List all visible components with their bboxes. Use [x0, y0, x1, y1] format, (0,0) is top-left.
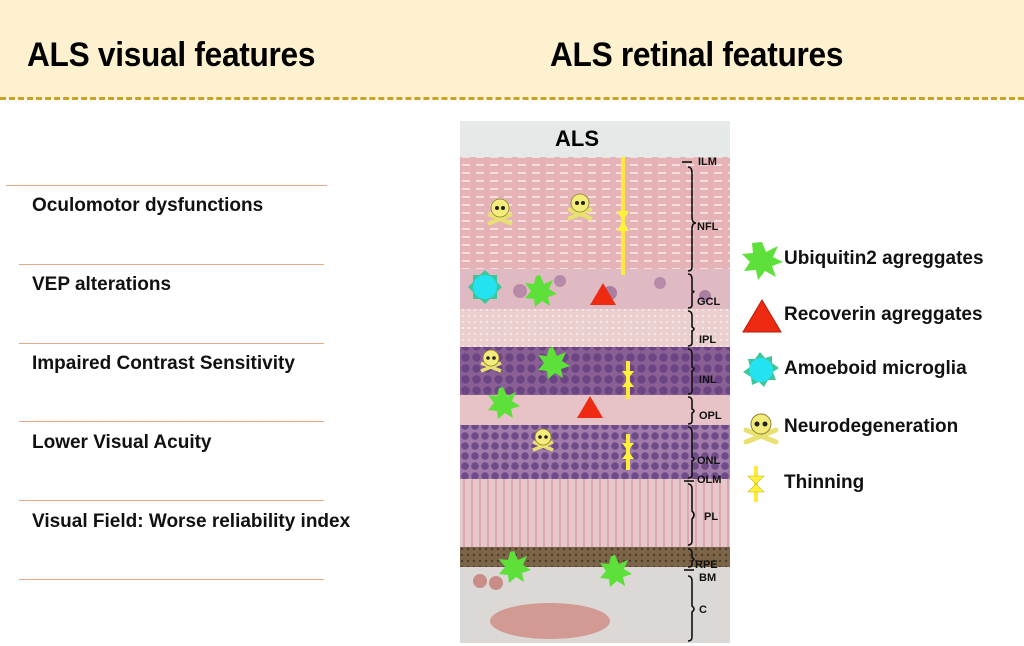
thinning-arrows-icon — [747, 466, 765, 502]
neurodegeneration-marker — [480, 349, 502, 373]
divider — [6, 185, 327, 186]
thinning-marker — [622, 434, 634, 470]
visual-feature-item: Impaired Contrast Sensitivity — [32, 353, 295, 374]
neurodegeneration-marker — [532, 428, 554, 452]
recoverin-aggregate-marker — [590, 283, 616, 305]
recoverin-aggregate-marker — [577, 396, 603, 418]
legend-item-recoverin: Recoverin agreggates — [740, 296, 1024, 336]
layer-label-gcl: GCL — [697, 296, 721, 308]
retina-histology-image — [460, 121, 730, 643]
layer-label-rpe: RPE — [695, 559, 718, 571]
divider — [19, 500, 324, 501]
ipl-layer — [460, 309, 730, 347]
visual-feature-item: Oculomotor dysfunctions — [32, 195, 264, 216]
divider — [19, 343, 324, 344]
retina-title: ALS — [555, 126, 599, 151]
neurodegeneration-marker — [487, 198, 513, 226]
layer-label-inl: INL — [699, 374, 717, 386]
legend-item-thinning: Thinning — [740, 464, 1024, 504]
recoverin-triangle-icon — [742, 299, 782, 333]
layer-label-ipl: IPL — [699, 334, 717, 346]
ubiquitin2-aggregate-marker — [499, 551, 531, 583]
microglia-sun-icon — [743, 352, 779, 387]
header-divider — [0, 97, 1024, 100]
ubiquitin-star-icon — [742, 242, 783, 280]
legend-label: Recoverin agreggates — [784, 304, 983, 325]
layer-label-opl: OPL — [699, 410, 722, 422]
visual-feature-item: Visual Field: Worse reliability index — [32, 511, 351, 532]
legend-item-neurodegeneration: Neurodegeneration — [740, 408, 1024, 448]
layer-label-onl: ONL — [697, 455, 721, 467]
layer-braces — [682, 161, 697, 642]
legend-label: Ubiquitin2 agreggates — [784, 248, 984, 269]
legend-label: Amoeboid microglia — [784, 358, 967, 379]
neurodegeneration-marker — [567, 193, 593, 221]
thinning-marker — [622, 361, 634, 399]
ubiquitin2-aggregate-marker — [600, 555, 632, 587]
skull-crossbones-icon — [743, 413, 779, 445]
divider — [19, 264, 324, 265]
ubiquitin2-aggregate-marker — [525, 275, 557, 307]
header-banner — [0, 0, 1024, 99]
legend-item-ubiquitin2: Ubiquitin2 agreggates — [740, 240, 1024, 280]
onl-layer — [460, 425, 730, 479]
layer-label-nfl: NFL — [697, 221, 719, 233]
visual-features-title: ALS visual features — [27, 36, 316, 74]
retinal-features-title: ALS retinal features — [550, 36, 844, 74]
legend-item-microglia: Amoeboid microglia — [740, 350, 1024, 390]
rpe-layer — [460, 547, 730, 567]
divider — [19, 421, 324, 422]
ubiquitin2-aggregate-marker — [538, 347, 570, 379]
legend-label: Neurodegeneration — [784, 416, 959, 437]
layer-label-bm: BM — [699, 572, 717, 584]
divider — [19, 579, 324, 580]
visual-feature-item: Lower Visual Acuity — [32, 432, 212, 453]
layer-label-ilm: ILM — [698, 156, 717, 168]
inl-layer — [460, 347, 730, 395]
visual-feature-item: VEP alterations — [32, 274, 172, 295]
pl-layer — [460, 479, 730, 547]
layer-label-olm: OLM — [697, 474, 722, 486]
legend-label: Thinning — [784, 472, 865, 493]
vitreous-region — [460, 121, 730, 157]
amoeboid-microglia-marker — [468, 270, 502, 304]
layer-label-c: C — [699, 604, 707, 616]
layer-label-pl: PL — [704, 511, 719, 523]
thinning-marker — [617, 157, 629, 275]
ubiquitin2-aggregate-marker — [488, 387, 520, 419]
